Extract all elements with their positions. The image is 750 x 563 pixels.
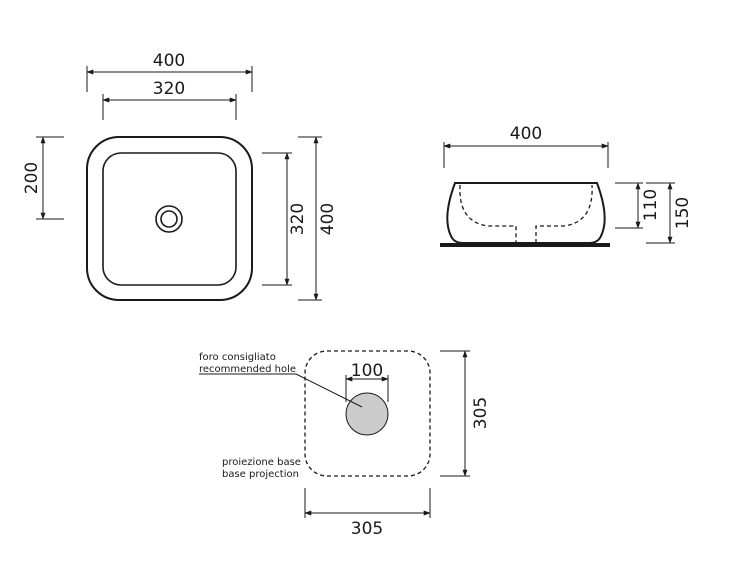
basin-outer-outline (86, 136, 253, 301)
leader-hole-line (295, 373, 363, 408)
dim-label-height-320: 320 (288, 203, 308, 235)
dim-label-height-200: 200 (22, 162, 42, 194)
dim-label-side-width-400: 400 (510, 124, 542, 144)
dim-label-bowl-110: 110 (641, 189, 661, 221)
dim-label-base-width-305: 305 (351, 519, 383, 539)
base-view: 100 foro consigliato recommended hole pr… (199, 350, 491, 539)
countertop-line (440, 243, 610, 247)
dim-label-hole-100: 100 (351, 361, 383, 381)
basin-inner-outline (102, 152, 237, 286)
dim-label-height-400: 400 (318, 203, 338, 235)
dim-label-base-depth-305: 305 (471, 397, 491, 429)
side-view: 400 110 150 (440, 124, 693, 247)
dim-label-width-320: 320 (153, 79, 185, 99)
top-view: 400 320 200 320 400 (22, 51, 338, 301)
dim-label-total-150: 150 (673, 197, 693, 229)
base-label-italian: proiezione base (222, 457, 301, 468)
basin-interior-dashed (459, 184, 593, 243)
drain-outer-ring (155, 205, 183, 233)
recommended-hole (345, 392, 389, 436)
dim-label-width-400: 400 (153, 51, 185, 71)
base-label-english: base projection (222, 469, 299, 480)
basin-side-profile (446, 182, 606, 244)
base-projection-outline (304, 350, 431, 477)
hole-label-italian: foro consigliato (199, 352, 276, 363)
drain-inner-ring (160, 210, 178, 228)
hole-label-english: recommended hole (199, 364, 296, 375)
